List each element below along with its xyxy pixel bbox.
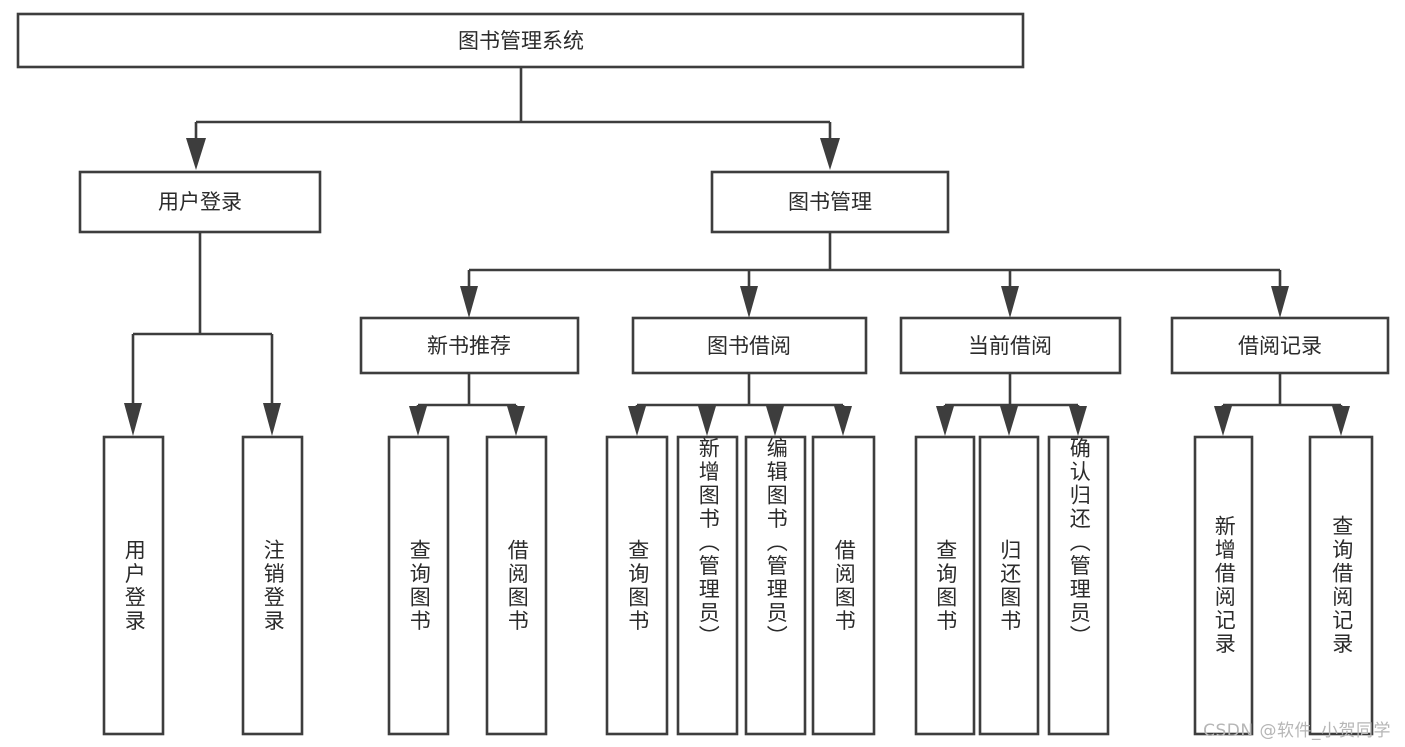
leaf-box-add-borrow-record[interactable] <box>1193 435 1254 736</box>
connector-root-to-level2 <box>186 67 840 170</box>
leaf-box-confirm-return-admin[interactable] <box>1047 435 1110 736</box>
connector-user-login-to-leaves <box>124 232 281 436</box>
leaf-box-return-book[interactable] <box>978 435 1040 736</box>
node-borrow-record[interactable]: 借阅记录 <box>1170 316 1390 375</box>
leaf-box-borrow-book[interactable] <box>811 435 876 736</box>
leaf-box-query-book-borrow[interactable] <box>605 435 669 736</box>
node-root-label: 图书管理系统 <box>458 29 584 53</box>
leaf-box-borrow-book-recommend[interactable] <box>485 435 548 736</box>
node-new-book-recommend-label: 新书推荐 <box>427 334 511 358</box>
leaf-box-add-book-admin[interactable] <box>676 435 739 736</box>
node-borrow-record-label: 借阅记录 <box>1238 334 1322 358</box>
node-root-book-management-system[interactable]: 图书管理系统 <box>16 12 1025 69</box>
connector-new-book-to-leaves <box>409 373 525 436</box>
connector-book-borrow-to-leaves <box>628 373 852 436</box>
watermark-text: CSDN @软件_小贺同学 <box>1203 721 1391 741</box>
leaf-box-query-borrow-record[interactable] <box>1308 435 1374 736</box>
leaf-box-query-book-current[interactable] <box>914 435 976 736</box>
node-user-login-label: 用户登录 <box>158 190 242 214</box>
node-book-management-label: 图书管理 <box>788 190 872 214</box>
connector-current-borrow-to-leaves <box>936 373 1087 436</box>
node-current-borrow[interactable]: 当前借阅 <box>899 316 1122 375</box>
leaf-box-user-login[interactable] <box>102 435 165 736</box>
node-new-book-recommend[interactable]: 新书推荐 <box>359 316 580 375</box>
connector-book-manage-to-level3 <box>460 232 1289 318</box>
node-current-borrow-label: 当前借阅 <box>968 334 1052 358</box>
leaf-box-logout[interactable] <box>241 435 304 736</box>
node-book-borrow[interactable]: 图书借阅 <box>631 316 868 375</box>
leaf-box-edit-book-admin[interactable] <box>744 435 807 736</box>
connector-borrow-record-to-leaves <box>1214 373 1350 436</box>
node-book-borrow-label: 图书借阅 <box>707 334 791 358</box>
node-book-management[interactable]: 图书管理 <box>710 170 950 234</box>
node-user-login[interactable]: 用户登录 <box>78 170 322 234</box>
leaf-box-query-book-recommend[interactable] <box>387 435 450 736</box>
